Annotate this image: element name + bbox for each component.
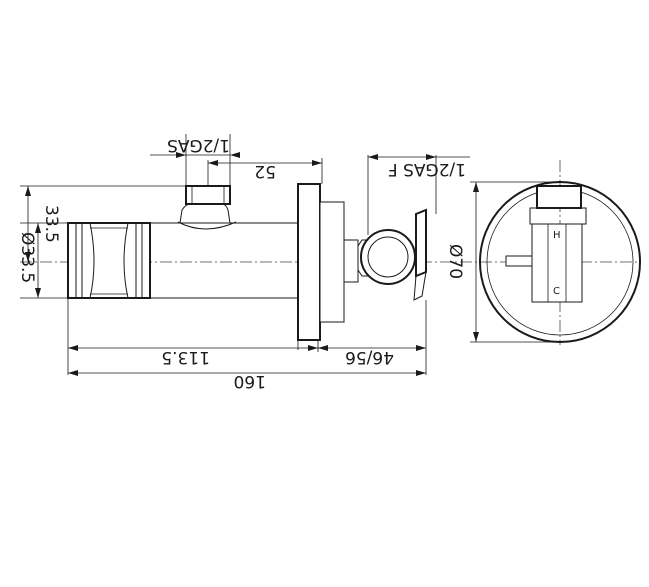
arrowheads — [25, 152, 479, 376]
label-46-56: 46/56 — [345, 347, 394, 367]
front-view: H C — [479, 160, 641, 345]
wall-flange — [297, 183, 321, 341]
label-52: 52 — [254, 161, 276, 181]
label-thread-right: 1/2GAS F — [388, 159, 466, 179]
label-thread-top: 1/2GAS — [167, 135, 230, 155]
dimension-lines — [20, 134, 560, 375]
dimension-labels: 1/2GAS 52 1/2GAS F 33.5 Ø33.5 113.5 46/5… — [17, 135, 466, 391]
label-113-5: 113.5 — [161, 347, 210, 367]
label-dia-33-5: Ø33.5 — [17, 232, 37, 283]
side-view — [20, 183, 640, 341]
flange-collar — [319, 201, 345, 323]
top-inlet-fitting — [177, 185, 237, 230]
front-spindle — [531, 223, 583, 303]
lever-plate — [413, 208, 427, 301]
label-33-5: 33.5 — [41, 205, 61, 243]
front-handle-top — [536, 185, 582, 209]
left-handle — [67, 222, 151, 299]
h-marker: H — [553, 230, 561, 241]
label-160: 160 — [234, 371, 266, 391]
label-dia-70: Ø70 — [445, 244, 465, 279]
front-side-pin — [505, 255, 533, 267]
valve-ring — [357, 229, 416, 285]
c-marker: C — [553, 286, 560, 297]
valve-neck — [343, 239, 359, 283]
